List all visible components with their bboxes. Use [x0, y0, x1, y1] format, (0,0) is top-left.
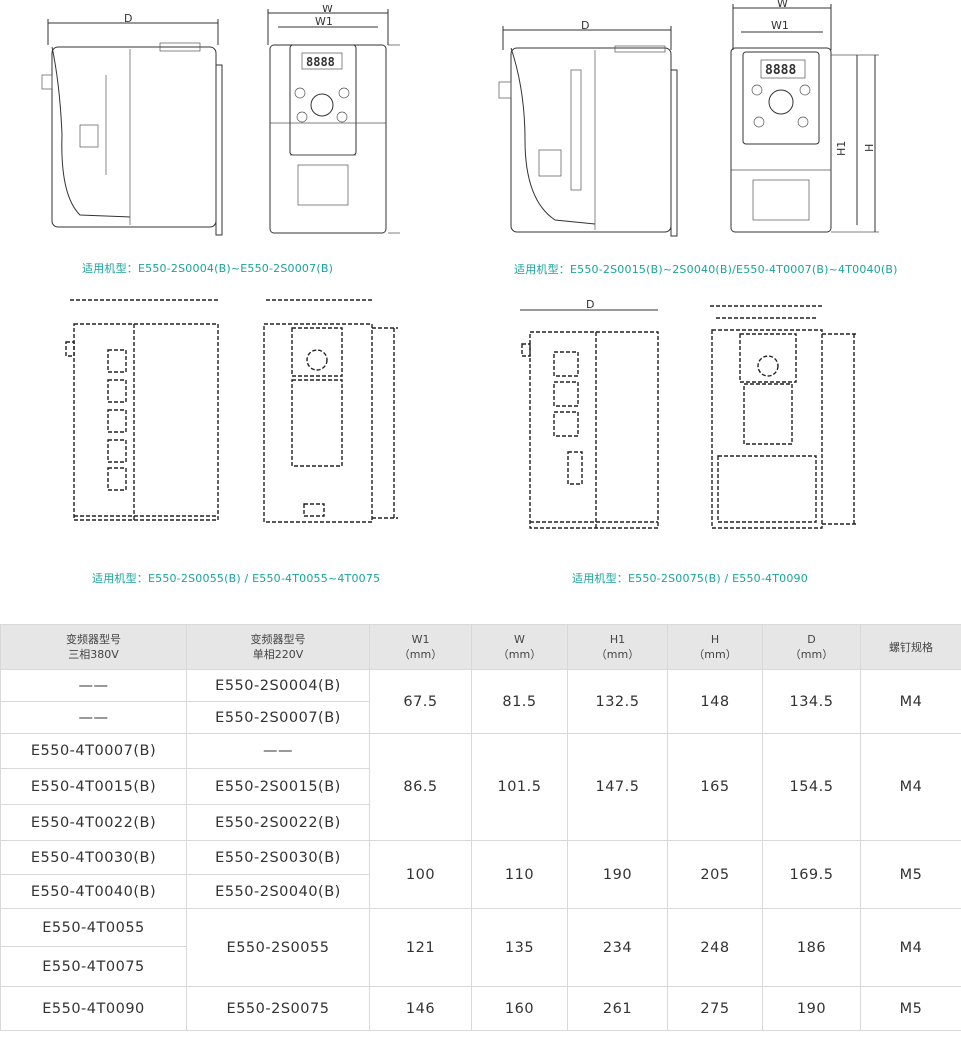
table-row: E550-4T0007(B) —— 86.5 101.5 147.5 165 1… [0, 733, 961, 841]
table-row: E550-4T0055 E550-2S0055 121 135 234 248 … [0, 908, 961, 987]
caption-1: 适用机型：E550-2S0004(B)~E550-2S0007(B) [82, 262, 334, 275]
table-row: E550-4T0030(B) E550-2S0030(B) 100 110 19… [0, 840, 961, 909]
dim-w1-label: W1 [771, 19, 789, 32]
cell-380v: —— [0, 701, 187, 734]
cell-screw: M4 [860, 908, 961, 987]
dim-w-label: W [322, 5, 333, 15]
cell-screw: M4 [860, 669, 961, 734]
cell-w1: 146 [369, 986, 472, 1031]
cell-220v: E550-2S0022(B) [186, 804, 370, 841]
header-380v: 变频器型号三相380V [0, 624, 187, 670]
side-view: D [41, 12, 223, 236]
dim-d-label: D [581, 19, 589, 32]
table-row: —— E550-2S0007(B) [0, 701, 961, 734]
cell-380v: E550-4T0007(B) [0, 733, 187, 769]
cell-220v: E550-2S0055 [186, 908, 370, 987]
header-220v: 变频器型号单相220V [186, 624, 370, 670]
dimension-table-wrap: 变频器型号三相380V 变频器型号单相220V W1（mm） W（mm） H1（… [0, 624, 961, 1031]
front-view [263, 299, 398, 523]
cell-screw: M5 [860, 986, 961, 1031]
cell-h1: 261 [567, 986, 668, 1031]
header-row: 变频器型号三相380V 变频器型号单相220V W1（mm） W（mm） H1（… [0, 624, 961, 670]
dim-w-label: W [777, 0, 788, 10]
cell-d: 190 [762, 986, 861, 1031]
svg-text:8888: 8888 [765, 63, 796, 78]
front-view: W W1 8888 H1 H [730, 0, 879, 233]
cell-220v: —— [186, 733, 370, 769]
cell-220v: E550-2S0007(B) [186, 701, 370, 734]
table-row: —— E550-2S0004(B) 67.5 81.5 132.5 148 13… [0, 669, 961, 734]
front-view: W W1 8888 [267, 5, 400, 234]
cell-d: 169.5 [762, 840, 861, 909]
drawing-3 [60, 288, 420, 533]
side-view: D [498, 19, 678, 237]
drawing-4: D [512, 292, 872, 537]
svg-text:8888: 8888 [306, 55, 335, 69]
header-h: H（mm） [667, 624, 763, 670]
cell-380v: E550-4T0090 [0, 986, 187, 1031]
cell-w1: 121 [369, 908, 472, 987]
cell-h: 275 [667, 986, 763, 1031]
header-screw: 螺钉规格 [860, 624, 961, 670]
header-w: W（mm） [471, 624, 568, 670]
dim-h1-label: H1 [835, 141, 848, 156]
cell-380v: E550-4T0015(B) [0, 768, 187, 805]
cell-380v: —— [0, 669, 187, 702]
cell-h: 148 [667, 669, 763, 734]
cell-220v: E550-2S0004(B) [186, 669, 370, 702]
cell-d: 186 [762, 908, 861, 987]
cell-w: 135 [471, 908, 568, 987]
cell-220v: E550-2S0075 [186, 986, 370, 1031]
drawing-1: D W W1 8888 [40, 5, 400, 245]
cell-220v: E550-2S0040(B) [186, 874, 370, 909]
table-row: E550-4T0090 E550-2S0075 146 160 261 275 … [0, 986, 961, 1031]
cell-screw: M5 [860, 840, 961, 909]
side-view: D [520, 298, 659, 529]
dim-h-label: H [863, 144, 876, 152]
cell-h1: 190 [567, 840, 668, 909]
header-w1: W1（mm） [369, 624, 472, 670]
cell-w: 110 [471, 840, 568, 909]
cell-380v: E550-4T0040(B) [0, 874, 187, 909]
front-view [710, 305, 858, 529]
dim-d-label: D [124, 12, 132, 25]
cell-d: 134.5 [762, 669, 861, 734]
cell-220v: E550-2S0015(B) [186, 768, 370, 805]
cell-h1: 132.5 [567, 669, 668, 734]
table-row: E550-4T0015(B) E550-2S0015(B) [0, 768, 961, 805]
cell-380v: E550-4T0075 [0, 946, 187, 987]
table-row: E550-4T0040(B) E550-2S0040(B) [0, 874, 961, 909]
dimension-table: 变频器型号三相380V 变频器型号单相220V W1（mm） W（mm） H1（… [0, 624, 961, 1031]
cell-w1: 86.5 [369, 733, 472, 841]
cell-w: 101.5 [471, 733, 568, 841]
cell-380v: E550-4T0055 [0, 908, 187, 947]
caption-4: 适用机型：E550-2S0075(B) / E550-4T0090 [572, 572, 808, 585]
cell-380v: E550-4T0030(B) [0, 840, 187, 875]
cell-h1: 147.5 [567, 733, 668, 841]
header-d: D（mm） [762, 624, 861, 670]
cell-h: 205 [667, 840, 763, 909]
cell-w1: 67.5 [369, 669, 472, 734]
cell-380v: E550-4T0022(B) [0, 804, 187, 841]
cell-h1: 234 [567, 908, 668, 987]
side-view [65, 299, 219, 521]
dim-d-label: D [586, 298, 594, 311]
caption-3: 适用机型：E550-2S0055(B) / E550-4T0055~4T0075 [92, 572, 381, 585]
drawing-2: D W W1 8888 [495, 0, 895, 245]
dim-w1-label: W1 [315, 15, 333, 28]
table-row: E550-4T0075 [0, 946, 961, 987]
cell-screw: M4 [860, 733, 961, 841]
cell-w1: 100 [369, 840, 472, 909]
cell-220v: E550-2S0030(B) [186, 840, 370, 875]
caption-2: 适用机型：E550-2S0015(B)~2S0040(B)/E550-4T000… [514, 263, 898, 276]
cell-d: 154.5 [762, 733, 861, 841]
cell-w: 81.5 [471, 669, 568, 734]
cell-w: 160 [471, 986, 568, 1031]
cell-h: 165 [667, 733, 763, 841]
cell-h: 248 [667, 908, 763, 987]
table-row: E550-4T0022(B) E550-2S0022(B) [0, 804, 961, 841]
header-h1: H1（mm） [567, 624, 668, 670]
